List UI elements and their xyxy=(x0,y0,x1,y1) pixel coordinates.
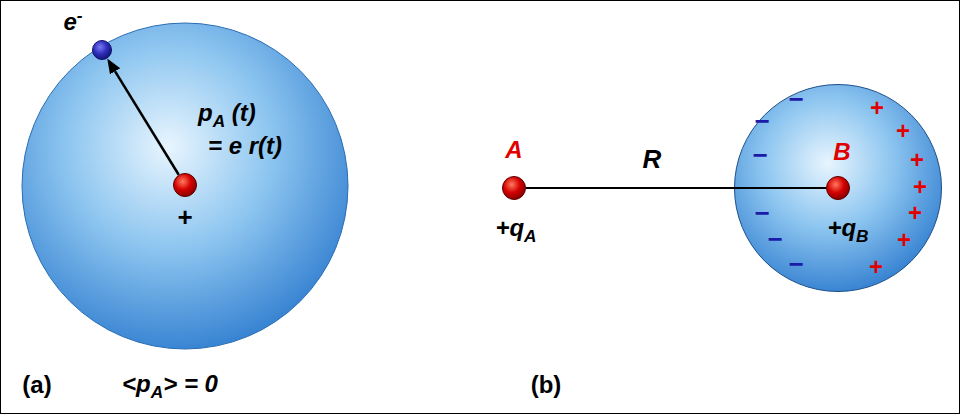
induced-charge: − xyxy=(767,225,782,255)
point-charge xyxy=(503,177,526,200)
node-outline xyxy=(502,176,526,200)
induced-charge: + xyxy=(896,117,910,145)
equation: <pA> = 0 xyxy=(122,370,218,398)
induced-charge: − xyxy=(788,250,803,280)
node-outline xyxy=(173,173,197,197)
node-outline xyxy=(826,176,850,200)
point-charge: A+qA xyxy=(502,176,526,200)
nucleus-dot: + xyxy=(173,173,197,197)
charge-name: B xyxy=(833,138,850,166)
panel-label: (a) xyxy=(22,371,51,399)
charge-cloud: B+qB−−−−−−+++++++ xyxy=(734,84,942,292)
induced-charge: − xyxy=(752,141,767,171)
electron-dot: e- xyxy=(92,40,112,60)
panel-label: (b) xyxy=(531,371,562,399)
electron-cloud xyxy=(22,23,348,349)
dipole-arrow xyxy=(115,71,179,174)
distance-label: R xyxy=(643,145,662,175)
induced-charge: − xyxy=(788,85,803,115)
charge-sign: + xyxy=(177,203,192,233)
electron-label: e- xyxy=(63,8,82,36)
induced-charge: + xyxy=(869,253,883,281)
induced-charge: + xyxy=(908,199,922,227)
dipole-label: pA (t) = e r(t) xyxy=(198,96,282,162)
electron-dot xyxy=(93,41,112,60)
induced-charge: + xyxy=(913,173,927,201)
induced-charge: + xyxy=(910,146,924,174)
induced-charge: − xyxy=(754,199,769,229)
nucleus-dot xyxy=(174,174,197,197)
charge-value: +qB xyxy=(827,214,868,242)
induced-charge: + xyxy=(897,226,911,254)
node-outline xyxy=(92,40,112,60)
charge-value: +qA xyxy=(495,214,536,242)
induced-charge: − xyxy=(754,107,769,137)
charge-cloud xyxy=(735,85,942,292)
nucleus-dot: B+qB xyxy=(826,176,850,200)
distance-line xyxy=(526,187,826,189)
induced-charge: + xyxy=(870,94,884,122)
charge-name: A xyxy=(505,136,522,164)
nucleus-dot xyxy=(827,177,850,200)
